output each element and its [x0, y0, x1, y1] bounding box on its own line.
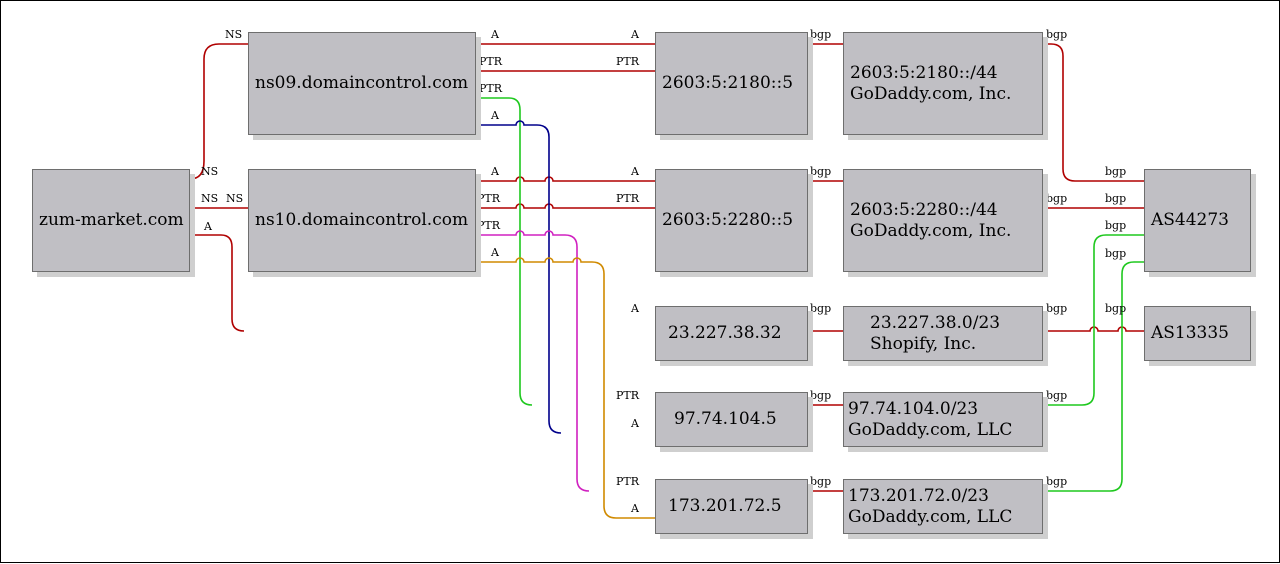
node-net173-text: 173.201.72.0/23 GoDaddy.com, LLC [844, 486, 1012, 528]
label-a-ip173: A [630, 502, 640, 515]
node-net6a-text: 2603:5:2180::/44 GoDaddy.com, Inc. [844, 63, 1011, 105]
label-bgp-net6b: bgp [1046, 192, 1067, 205]
edge-bgp-net173-as [1043, 261, 1144, 492]
label-bgp-net173: bgp [1046, 475, 1067, 488]
label-ptr-ip6a: PTR [616, 55, 640, 68]
edge-a-ns10-ip173 [476, 257, 655, 519]
node-netshop[interactable]: 23.227.38.0/23 Shopify, Inc. [843, 306, 1043, 361]
label-bgp-ipshop: bgp [810, 302, 831, 315]
node-ip6b[interactable]: 2603:5:2280::5 [655, 169, 808, 272]
node-ipshop-label: 23.227.38.32 [668, 323, 782, 343]
node-net97-prefix: 97.74.104.0/23 [848, 398, 979, 419]
label-ns-ns10: NS [226, 192, 243, 205]
edge-bgp-net6a-as [1043, 43, 1144, 182]
label-ptr-ns10: PTR [477, 192, 501, 205]
node-as44273[interactable]: AS44273 [1144, 169, 1251, 272]
node-ip173-label: 173.201.72.5 [668, 496, 782, 516]
label-bgp-ip6b: bgp [810, 165, 831, 178]
edge-a-shop [190, 234, 245, 332]
node-net6a-org: GoDaddy.com, Inc. [850, 83, 1012, 104]
label-bgp-ip6a: bgp [810, 28, 831, 41]
edge-ptr-ns10-ip173 [476, 230, 590, 492]
node-ns10-label: ns10.domaincontrol.com [255, 210, 469, 230]
label-bgp-net97: bgp [1046, 389, 1067, 402]
node-ns09[interactable]: ns09.domaincontrol.com [248, 32, 476, 135]
label-a-ip6a: A [630, 28, 640, 41]
node-net97-text: 97.74.104.0/23 GoDaddy.com, LLC [844, 399, 1012, 441]
node-net97[interactable]: 97.74.104.0/23 GoDaddy.com, LLC [843, 392, 1043, 447]
label-ptr-ns09: PTR [479, 55, 503, 68]
label-a-ns09: A [490, 28, 500, 41]
node-netshop-text: 23.227.38.0/23 Shopify, Inc. [844, 313, 1000, 355]
label-a-ns09-2: A [490, 109, 500, 122]
node-netshop-org: Shopify, Inc. [870, 333, 977, 354]
edge-a-ns09-ip97 [476, 120, 562, 434]
node-as44273-label: AS44273 [1151, 210, 1230, 230]
label-bgp-as-4: bgp [1105, 247, 1126, 260]
edge-ns-ns09 [189, 43, 248, 180]
edge-bgp-netshop-as [1043, 326, 1144, 332]
label-bgp-ip97: bgp [810, 389, 831, 402]
edge-ptr-ns10-ip6b [476, 203, 655, 209]
node-ip97[interactable]: 97.74.104.5 [655, 392, 808, 447]
node-net6b-text: 2603:5:2280::/44 GoDaddy.com, Inc. [844, 200, 1011, 242]
label-a-domain: A [203, 220, 213, 233]
label-bgp-net6a: bgp [1046, 28, 1067, 41]
node-net173-org: GoDaddy.com, LLC [848, 506, 1013, 527]
node-net6b-prefix: 2603:5:2280::/44 [850, 199, 998, 220]
node-net6b[interactable]: 2603:5:2280::/44 GoDaddy.com, Inc. [843, 169, 1043, 272]
label-ptr-ip173: PTR [616, 475, 640, 488]
node-as13335[interactable]: AS13335 [1144, 306, 1251, 361]
label-a-ip6b: A [630, 165, 640, 178]
node-ns10[interactable]: ns10.domaincontrol.com [248, 169, 476, 272]
label-ns-domain-1: NS [201, 165, 218, 178]
label-bgp-netshop: bgp [1046, 302, 1067, 315]
edge-ptr-ns09-ip97 [476, 97, 533, 406]
label-bgp-as13335: bgp [1105, 302, 1126, 315]
node-net173[interactable]: 173.201.72.0/23 GoDaddy.com, LLC [843, 479, 1043, 534]
node-as13335-label: AS13335 [1151, 323, 1230, 343]
edge-a-ns10-ip6b [476, 176, 655, 182]
node-ipshop[interactable]: 23.227.38.32 [655, 306, 808, 361]
label-a-shop: A [630, 302, 640, 315]
node-net6a[interactable]: 2603:5:2180::/44 GoDaddy.com, Inc. [843, 32, 1043, 135]
node-ip97-label: 97.74.104.5 [674, 409, 777, 429]
node-ns09-label: ns09.domaincontrol.com [255, 73, 469, 93]
label-ptr-ns10-2: PTR [477, 219, 501, 232]
label-ns-ns09: NS [225, 28, 242, 41]
node-net6a-prefix: 2603:5:2180::/44 [850, 62, 998, 83]
node-net173-prefix: 173.201.72.0/23 [848, 485, 989, 506]
node-netshop-prefix: 23.227.38.0/23 [870, 312, 1001, 333]
label-ptr-ip6b: PTR [616, 192, 640, 205]
node-ip173[interactable]: 173.201.72.5 [655, 479, 808, 534]
node-domain-label: zum-market.com [39, 210, 184, 230]
label-bgp-ip173: bgp [810, 475, 831, 488]
label-ptr-ip97: PTR [616, 389, 640, 402]
label-a-ip97: A [630, 417, 640, 430]
node-ip6a-label: 2603:5:2180::5 [662, 73, 794, 93]
label-bgp-as-1: bgp [1105, 165, 1126, 178]
label-ptr-ns09-2: PTR [479, 82, 503, 95]
node-ip6a[interactable]: 2603:5:2180::5 [655, 32, 808, 135]
node-net6b-org: GoDaddy.com, Inc. [850, 220, 1012, 241]
label-bgp-as-2: bgp [1105, 192, 1126, 205]
edge-bgp-net97-as [1043, 234, 1144, 406]
label-a-ns10-2: A [490, 246, 500, 259]
node-ip6b-label: 2603:5:2280::5 [662, 210, 794, 230]
label-a-ns10: A [490, 165, 500, 178]
label-bgp-as-3: bgp [1105, 219, 1126, 232]
node-domain[interactable]: zum-market.com [32, 169, 190, 272]
node-net97-org: GoDaddy.com, LLC [848, 419, 1013, 440]
label-ns-domain-2: NS [201, 192, 218, 205]
